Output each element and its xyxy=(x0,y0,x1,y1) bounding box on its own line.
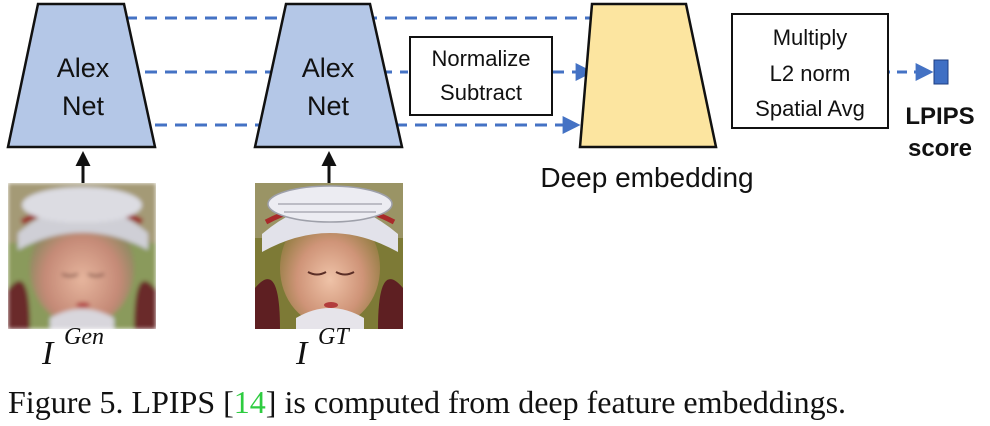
embedding-trapezoid xyxy=(578,2,718,149)
caption-reference-link[interactable]: 14 xyxy=(234,384,266,420)
encoder-trapezoid xyxy=(6,2,157,149)
caption-suffix: ] is computed from deep feature embeddin… xyxy=(266,384,846,420)
encoder-label-line1: Alex xyxy=(302,53,355,83)
l2-norm-label: L2 norm xyxy=(770,61,851,86)
label-i-gt-sup: GT xyxy=(318,324,350,350)
label-i-gen-sup: Gen xyxy=(64,324,104,350)
subtract-label: Subtract xyxy=(440,80,522,105)
normalize-label: Normalize xyxy=(431,46,530,71)
alexnet-encoder-gen: Alex Net xyxy=(6,2,157,149)
spatial-avg-label: Spatial Avg xyxy=(755,96,865,121)
label-i-gt-base: I xyxy=(295,335,309,372)
label-i-gt: I GT xyxy=(295,324,350,372)
score-label-line1: LPIPS xyxy=(905,103,974,130)
ground-truth-image xyxy=(255,183,403,329)
encoder-trapezoid xyxy=(253,2,404,149)
label-i-gen-base: I xyxy=(41,335,55,372)
generated-image xyxy=(8,183,156,329)
normalize-subtract-box: Normalize Subtract xyxy=(409,36,553,116)
figure-caption: Figure 5. LPIPS [14] is computed from de… xyxy=(8,384,846,420)
multiply-label: Multiply xyxy=(773,25,848,50)
embedding-label: Deep embedding xyxy=(540,162,753,193)
lpips-score: LPIPS score xyxy=(905,59,975,162)
score-label-line2: score xyxy=(908,135,972,162)
label-i-gen: I Gen xyxy=(41,324,104,372)
multiply-norm-avg-box: Multiply L2 norm Spatial Avg xyxy=(731,13,889,129)
encoder-label-line2: Net xyxy=(62,91,105,121)
score-marker xyxy=(933,59,949,85)
encoder-label-line2: Net xyxy=(307,91,350,121)
deep-embedding: Deep embedding xyxy=(540,2,754,193)
encoder-label-line1: Alex xyxy=(57,53,110,83)
caption-prefix: Figure 5. LPIPS [ xyxy=(8,384,234,420)
alexnet-encoder-gt: Alex Net xyxy=(253,2,404,149)
